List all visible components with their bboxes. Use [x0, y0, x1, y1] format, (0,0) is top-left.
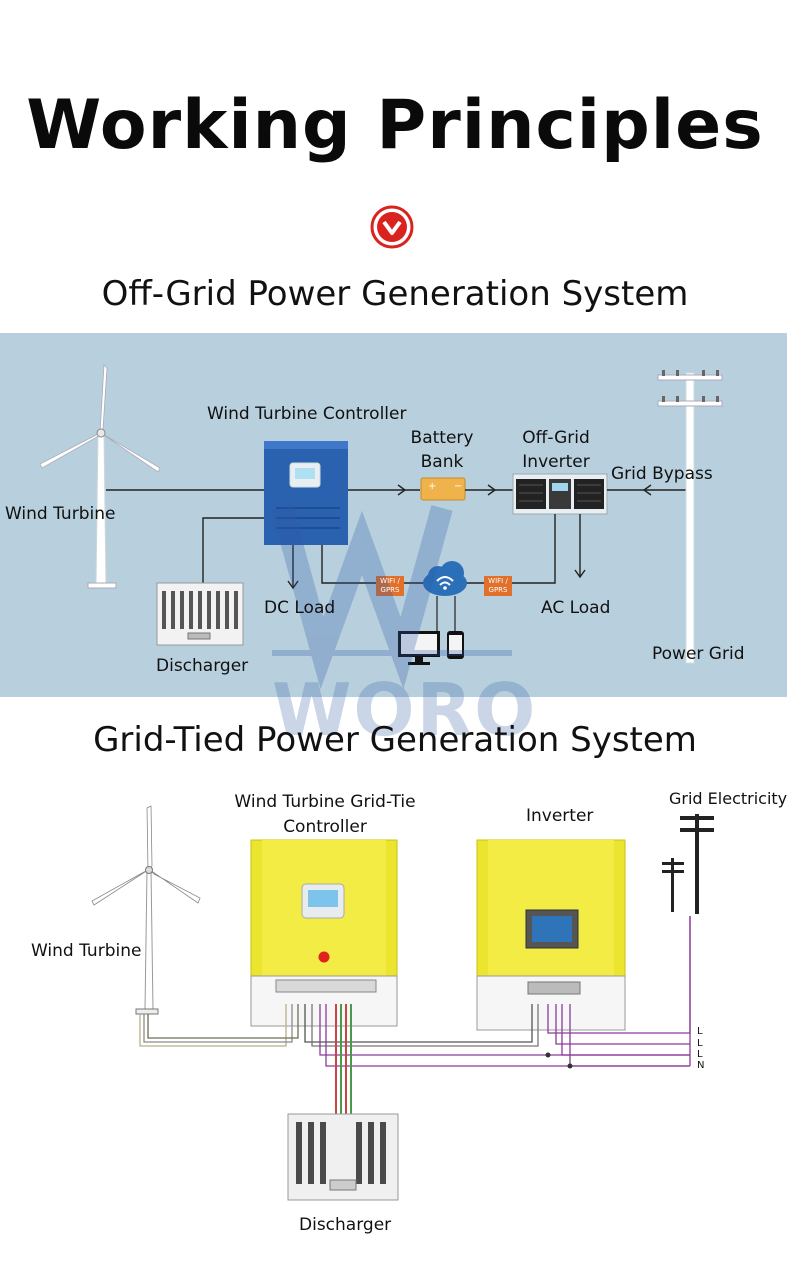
wifi-tag-1-line1: WIFI / — [380, 577, 400, 585]
label-inverter-line2: Inverter — [522, 452, 590, 472]
svg-text:+: + — [428, 481, 436, 492]
label-battery-line2: Bank — [420, 452, 464, 472]
label-line-l2: L — [697, 1038, 703, 1049]
chevron-down-circle-icon — [370, 205, 414, 249]
label-wind-turbine: Wind Turbine — [5, 504, 116, 524]
label-grid-bypass: Grid Bypass — [611, 464, 713, 484]
label-dc-load: DC Load — [264, 598, 336, 618]
label-line-l3: L — [697, 1049, 703, 1060]
off-grid-inverter-icon — [512, 473, 608, 515]
discharger-icon — [156, 582, 244, 646]
label-line-n: N — [697, 1060, 705, 1071]
off-grid-title: Off-Grid Power Generation System — [101, 274, 689, 314]
watermark-logo — [271, 505, 512, 690]
wind-turbine-icon — [91, 805, 201, 1015]
svg-text:−: − — [454, 481, 462, 492]
wifi-tag-2-line2: GPRS — [488, 586, 508, 594]
label-inverter-line1: Off-Grid — [522, 428, 590, 448]
label-line-l1: L — [697, 1026, 703, 1037]
grid-tied-diagram-graphic — [91, 805, 714, 1201]
wind-turbine-icon — [39, 364, 161, 589]
phone-icon — [447, 631, 464, 659]
watermark-text: WORO — [272, 668, 538, 752]
monitor-icon — [398, 631, 440, 665]
label-grid-electricity: Grid Electricity — [669, 789, 788, 808]
grid-pole-icon — [662, 814, 714, 914]
discharger-icon — [287, 1113, 399, 1201]
label-discharger: Discharger — [299, 1215, 392, 1235]
label-inverter: Inverter — [526, 806, 594, 826]
wind-controller-icon — [264, 441, 348, 545]
label-discharger: Discharger — [156, 656, 249, 676]
off-grid-diagram: + − — [0, 333, 787, 697]
label-controller: Wind Turbine Controller — [207, 404, 407, 424]
label-power-grid: Power Grid — [652, 644, 745, 664]
label-wind-turbine: Wind Turbine — [31, 941, 142, 961]
cloud-wifi-icon — [423, 561, 467, 631]
power-pole-icon — [657, 370, 723, 664]
battery-icon: + − — [420, 477, 466, 501]
label-battery-line1: Battery — [410, 428, 474, 448]
grid-tie-controller-icon — [250, 839, 398, 1027]
off-grid-diagram-graphic: + − — [39, 364, 723, 690]
label-ac-load: AC Load — [541, 598, 611, 618]
inverter-icon — [476, 839, 626, 1031]
label-grid-tie-controller-line2: Controller — [283, 817, 367, 837]
wifi-tag-1-line2: GPRS — [380, 586, 400, 594]
page-title: Working Principles — [26, 86, 764, 165]
label-grid-tie-controller-line1: Wind Turbine Grid-Tie — [234, 792, 416, 812]
wifi-tag-2-line1: WIFI / — [488, 577, 508, 585]
grid-tied-title: Grid-Tied Power Generation System — [93, 720, 697, 760]
